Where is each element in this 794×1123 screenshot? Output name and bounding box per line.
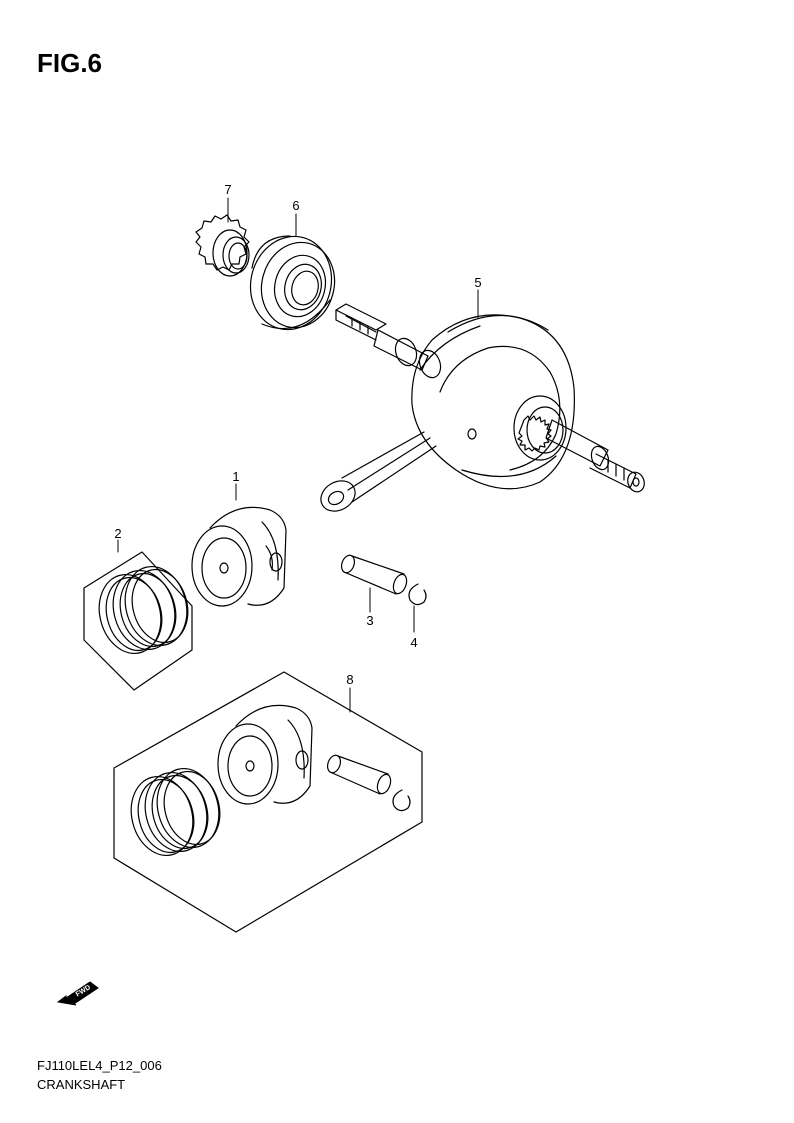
forward-arrow-icon: FWD [56,981,99,1006]
callout-1: 1 [232,469,240,484]
part-8-piston-kit [113,671,423,933]
callout-8: 8 [346,672,354,687]
part-5-crankshaft [320,303,645,512]
leader-lines [117,197,479,713]
part-4-circlip [408,583,427,606]
callout-5: 5 [474,275,482,290]
part-6-bearing [249,235,336,331]
part-3-piston-pin [340,554,408,595]
figure-name: CRANKSHAFT [37,1077,126,1092]
part-7-timing-gear [195,214,250,277]
callout-2: 2 [114,526,122,541]
figure-title: FIG.6 [37,48,103,78]
callout-4: 4 [410,635,418,650]
part-2-piston-ring-set [83,551,193,691]
part-1-piston [191,506,287,607]
figure-code: FJ110LEL4_P12_006 [37,1058,162,1073]
callout-3: 3 [366,613,374,628]
callout-7: 7 [224,182,232,197]
callout-6: 6 [292,198,300,213]
